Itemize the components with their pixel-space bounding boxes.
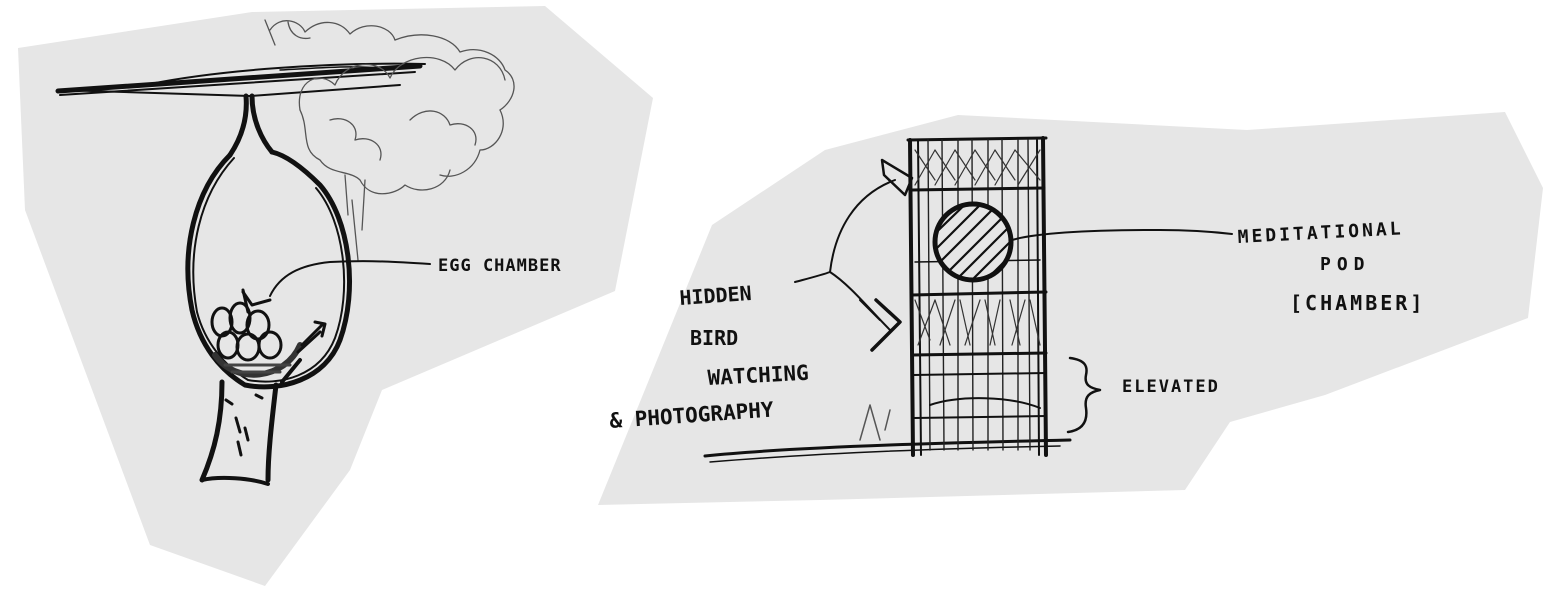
hidden-bird-label-line2: BIRD (690, 326, 738, 350)
left-paper-cutout (18, 6, 653, 586)
elevated-label: ELEVATED (1122, 377, 1220, 397)
egg-chamber-label: EGG CHAMBER (438, 256, 562, 276)
meditational-label-line3: [CHAMBER] (1290, 291, 1425, 315)
meditational-label-line2: POD (1320, 254, 1371, 275)
hidden-bird-label-line1: HIDDEN (679, 281, 753, 310)
